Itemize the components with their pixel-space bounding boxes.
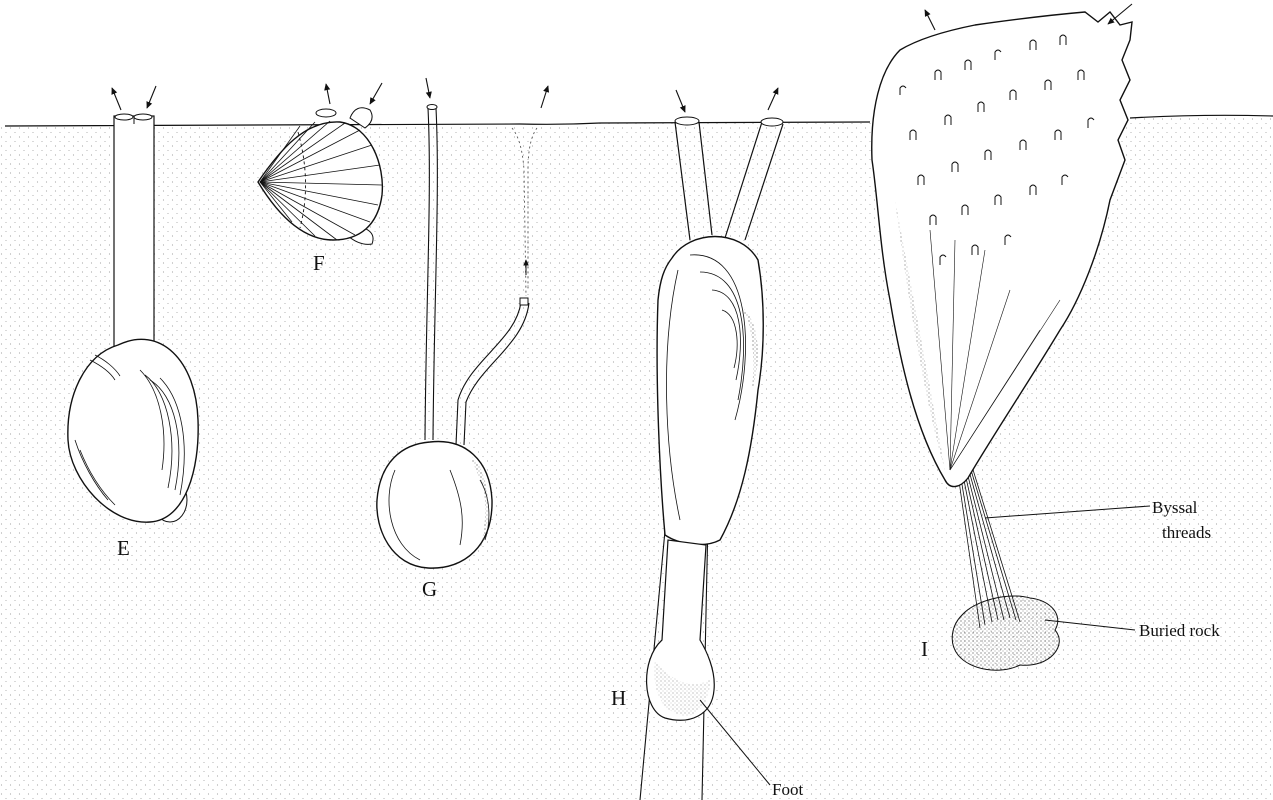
label-i: I (921, 637, 928, 661)
exhalent-arrow-i (925, 10, 935, 30)
label-g: G (422, 577, 437, 601)
label-e: E (117, 536, 130, 560)
label-buried-rock: Buried rock (1139, 621, 1220, 640)
siphon-e (114, 116, 154, 351)
exhalent-arrow-e (112, 88, 121, 110)
label-byssal-2: threads (1162, 523, 1211, 542)
inhalent-arrow-f (370, 83, 382, 104)
label-foot: Foot (772, 780, 803, 799)
inhalent-arrow-e (147, 86, 156, 108)
label-byssal-1: Byssal (1152, 498, 1198, 517)
exhalent-arrow-h (768, 88, 778, 110)
exhalent-arrow-g (541, 86, 548, 108)
inhalent-arrow-g (426, 78, 430, 98)
label-h: H (611, 686, 626, 710)
exhalent-arrow-f (326, 84, 330, 104)
exhalent-opening-f (316, 109, 336, 117)
inhalent-arrow-h (676, 90, 685, 112)
label-f: F (313, 251, 325, 275)
